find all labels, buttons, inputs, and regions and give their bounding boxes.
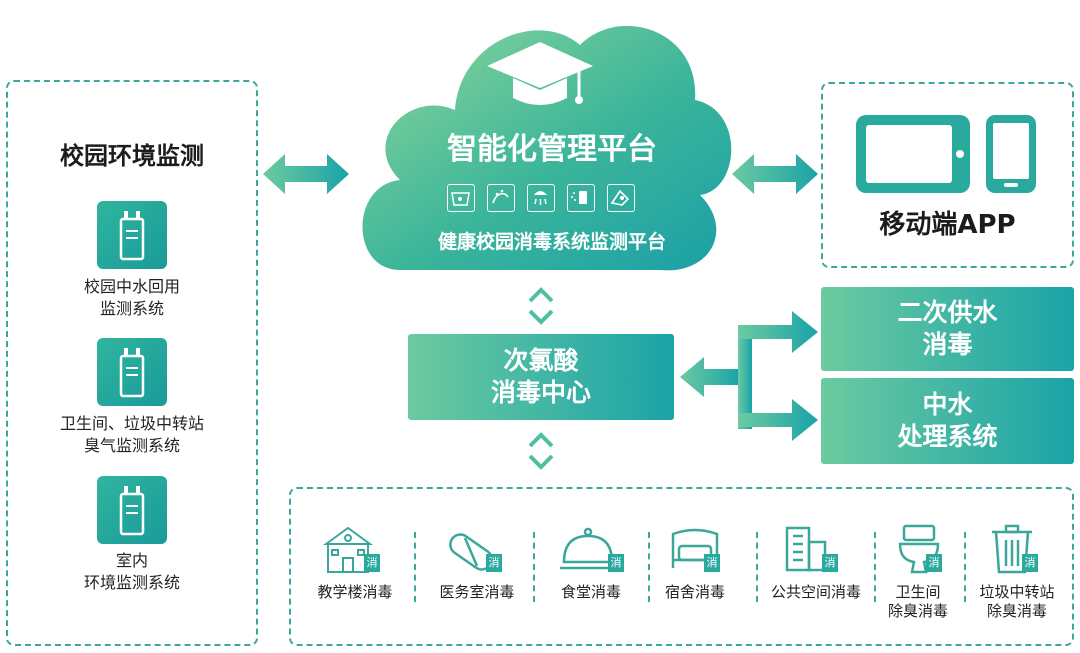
disinfect-badge: 消 xyxy=(822,554,838,572)
device-label-odor: 卫生间、垃圾中转站 臭气监测系统 xyxy=(59,414,204,455)
reclaimed-water-box: 中水 处理系统 xyxy=(821,378,1074,464)
bottom-item-label: 食堂消毒 xyxy=(560,583,621,601)
bottom-item-label: 卫生间 除臭消毒 xyxy=(887,583,948,620)
platform-title: 智能化管理平台 xyxy=(447,132,657,167)
bottom-item-label: 宿舍消毒 xyxy=(664,583,725,601)
tablet-icon xyxy=(856,115,970,193)
secondary-water-box: 二次供水 消毒 xyxy=(821,287,1074,371)
divider xyxy=(648,532,650,602)
disinfect-hand-icon xyxy=(607,184,635,212)
divider xyxy=(533,532,535,602)
double-arrow-right xyxy=(732,154,818,194)
device-label-indoor: 室内 环境监测系统 xyxy=(83,551,180,592)
toilet-icon xyxy=(898,524,940,574)
chevron-updown-icon xyxy=(528,432,554,470)
spray-icon xyxy=(567,184,595,212)
disinfect-badge: 消 xyxy=(486,554,502,572)
platform-cloud xyxy=(362,25,732,271)
cloud-icon-row xyxy=(447,184,647,214)
bottom-item-label: 教学楼消毒 xyxy=(317,583,393,601)
campus-monitoring-panel xyxy=(6,80,258,646)
disinfect-badge: 消 xyxy=(608,554,624,572)
branch-arrows xyxy=(680,311,818,441)
platform-subtitle: 健康校园消毒系统监测平台 xyxy=(437,231,666,253)
wash-basin-icon xyxy=(447,184,475,212)
disinfect-badge: 消 xyxy=(1022,554,1038,572)
mobile-app-panel xyxy=(821,82,1074,268)
double-arrow-left xyxy=(263,154,349,194)
campus-monitoring-title: 校园环境监测 xyxy=(60,142,204,170)
device-label-reclaimed-water: 校园中水回用 监测系统 xyxy=(83,277,180,318)
hand-wash-icon xyxy=(487,184,515,212)
divider xyxy=(414,532,416,602)
bottom-item-label: 医务室消毒 xyxy=(439,583,515,601)
divider xyxy=(964,532,966,602)
divider xyxy=(756,532,758,602)
sensor-device-icon xyxy=(97,201,167,269)
trash-bin-icon xyxy=(992,524,1032,574)
mobile-app-label: 移动端APP xyxy=(879,210,1016,240)
divider xyxy=(874,532,876,602)
bottom-item-label: 垃圾中转站 除臭消毒 xyxy=(979,583,1055,620)
shower-icon xyxy=(527,184,555,212)
hypochlorous-center-box: 次氯酸 消毒中心 xyxy=(408,334,674,420)
food-cloche-icon xyxy=(560,527,616,570)
chevron-updown-icon xyxy=(528,287,554,325)
sensor-device-icon xyxy=(97,476,167,544)
disinfect-badge: 消 xyxy=(926,554,942,572)
sensor-device-icon xyxy=(97,338,167,406)
disinfection-targets-panel xyxy=(289,487,1074,646)
bottom-item-label: 公共空间消毒 xyxy=(770,583,861,601)
phone-icon xyxy=(986,115,1036,193)
disinfect-badge: 消 xyxy=(364,554,380,572)
disinfect-badge: 消 xyxy=(704,554,720,572)
graduation-cap-icon xyxy=(487,42,593,105)
school-building-icon xyxy=(322,526,374,573)
